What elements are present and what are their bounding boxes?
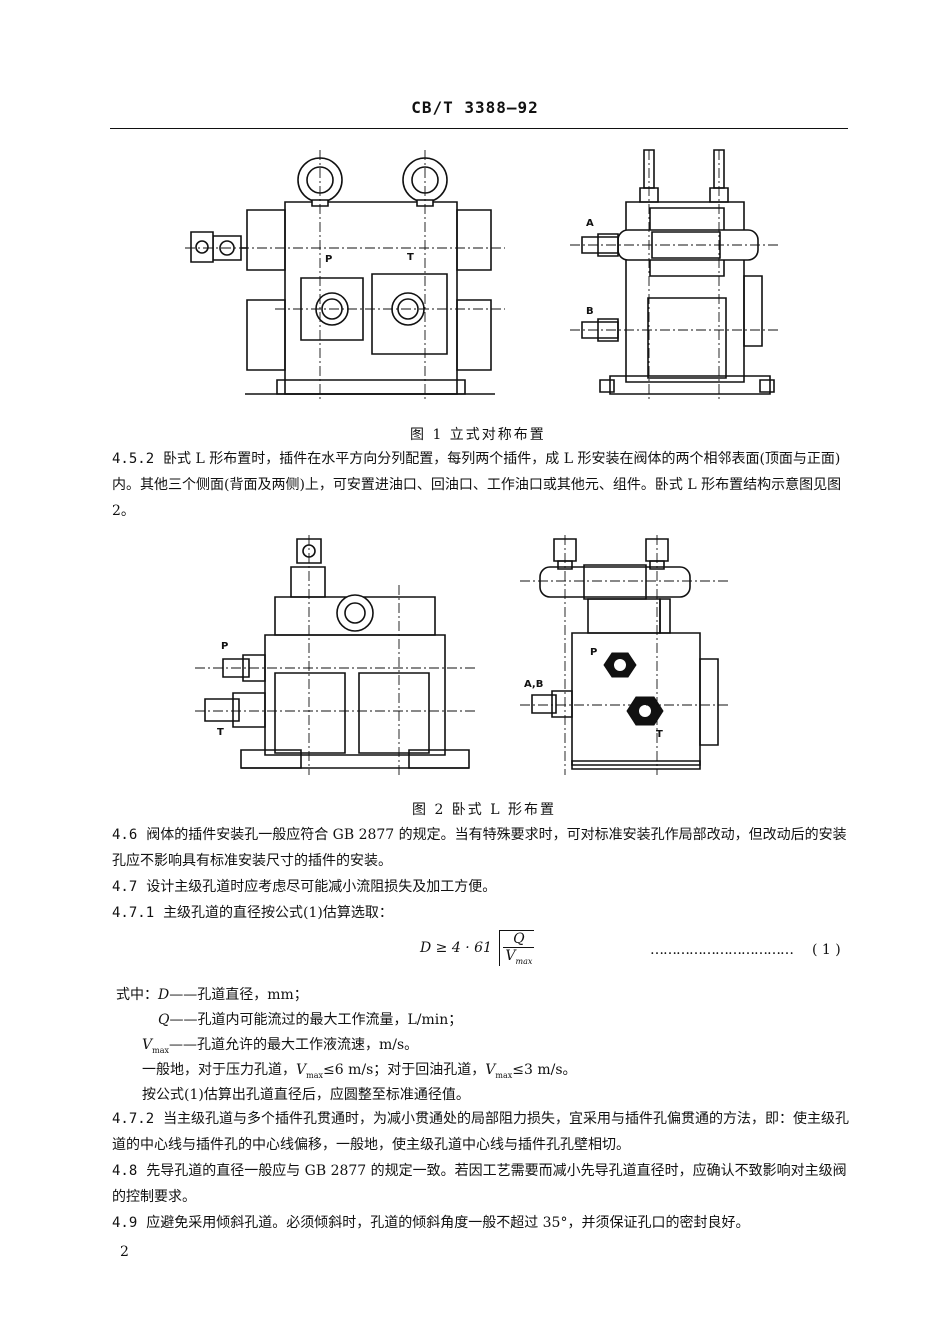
symbol-v-sub: max [306, 1070, 323, 1080]
formula-lhs: D ≥ 4 · 61 [420, 939, 492, 956]
section-text: 先导孔道的直径一般应与 GB 2877 的规定一致。若因工艺需要而减小先导孔道直… [112, 1163, 847, 1205]
figure2-caption: 图 2 卧式 L 形布置 [412, 802, 557, 818]
definition-text: 孔道允许的最大工作液流速，m/s。 [197, 1037, 419, 1053]
fig1-label-p: P [325, 254, 332, 265]
where-intro: 式中： [116, 987, 158, 1003]
section-text: 阀体的插件安装孔一般应符合 GB 2877 的规定。当有特殊要求时，可对标准安装… [112, 827, 847, 869]
formula-1: D ≥ 4 · 61 Q Vmax [420, 930, 535, 970]
fig1-label-a: A [586, 218, 594, 229]
fig2-label-p-right: P [590, 647, 597, 658]
section-text: 主级孔道的直径按公式(1)估算选取： [163, 905, 393, 921]
section-text: 当主级孔道与多个插件孔贯通时，为减小贯通处的局部阻力损失，宜采用与插件孔偏贯通的… [112, 1111, 850, 1153]
figure1-caption: 图 1 立式对称布置 [410, 427, 546, 443]
formula-number: ( 1 ) [812, 942, 841, 958]
section-4-8: 4.8 先导孔道的直径一般应与 GB 2877 的规定一致。若因工艺需要而减小先… [112, 1158, 854, 1210]
note-velocity-limits: 一般地，对于压力孔道，Vmax≤6 m/s；对于回油孔道，Vmax≤3 m/s。 [142, 1059, 577, 1080]
formula-leader: …………………………… [650, 942, 794, 958]
figure2-side-view: P A,B T [520, 535, 730, 775]
figure2-front-view: P T [195, 535, 475, 775]
definition-text: 孔道直径，mm； [197, 987, 308, 1003]
section-number: 4.7.1 [112, 905, 155, 921]
symbol-v: V [296, 1062, 307, 1078]
section-text: 应避免采用倾斜孔道。必须倾斜时，孔道的倾斜角度一般不超过 35°，并须保证孔口的… [146, 1215, 750, 1231]
fig2-label-ab: A,B [524, 679, 543, 690]
symbol-v-sub: max [152, 1045, 169, 1055]
dash: —— [169, 1037, 197, 1053]
fig1-label-b: B [586, 306, 594, 317]
fig1-label-t: T [407, 252, 414, 263]
page-number: 2 [120, 1244, 129, 1260]
formula-numerator: Q [503, 931, 535, 948]
figure1-side-view: A B [570, 150, 780, 410]
section-number: 4.6 [112, 827, 138, 843]
header-rule [110, 128, 848, 129]
section-4-5-2: 4.5.2 卧式 L 形布置时，插件在水平方向分列配置，每列两个插件，成 L 形… [112, 446, 854, 524]
figure1-front-view: P T [185, 150, 505, 410]
standard-number: CB/T 3388—92 [411, 98, 539, 117]
note-rounding: 按公式(1)估算出孔道直径后，应圆整至标准通径值。 [142, 1087, 470, 1103]
section-number: 4.5.2 [112, 451, 155, 467]
fig2-label-t-left: T [217, 727, 224, 738]
dash: —— [169, 1012, 198, 1028]
section-text: 卧式 L 形布置时，插件在水平方向分列配置，每列两个插件，成 L 形安装在阀体的… [112, 451, 842, 519]
dash: —— [169, 987, 198, 1003]
symbol-v: V [142, 1037, 153, 1053]
section-number: 4.9 [112, 1215, 138, 1231]
note-text: 一般地，对于压力孔道， [142, 1062, 296, 1078]
definition-vmax: Vmax——孔道允许的最大工作液流速，m/s。 [142, 1034, 418, 1055]
symbol-v-sub: max [495, 1070, 513, 1080]
symbol-d: D [158, 987, 170, 1003]
section-number: 4.7 [112, 879, 138, 895]
fig2-label-t-right: T [656, 729, 663, 740]
section-4-9: 4.9 应避免采用倾斜孔道。必须倾斜时，孔道的倾斜角度一般不超过 35°，并须保… [112, 1210, 854, 1236]
note-text: ≤6 m/s；对于回油孔道， [323, 1062, 486, 1078]
section-number: 4.7.2 [112, 1111, 155, 1127]
definition-d: 式中：D——孔道直径，mm； [116, 984, 308, 1004]
formula-denominator: V [505, 948, 516, 964]
section-4-6: 4.6 阀体的插件安装孔一般应符合 GB 2877 的规定。当有特殊要求时，可对… [112, 822, 854, 874]
symbol-q: Q [158, 1012, 170, 1028]
fig2-label-p-left: P [221, 641, 228, 652]
formula-denominator-sub: max [515, 956, 533, 966]
section-number: 4.8 [112, 1163, 138, 1179]
symbol-v: V [485, 1062, 496, 1078]
section-4-7-2: 4.7.2 当主级孔道与多个插件孔贯通时，为减小贯通处的局部阻力损失，宜采用与插… [112, 1106, 854, 1158]
section-text: 设计主级孔道时应考虑尽可能减小流阻损失及加工方便。 [146, 879, 497, 895]
definition-text: 孔道内可能流过的最大工作流量，L/min； [197, 1012, 463, 1028]
section-4-7: 4.7 设计主级孔道时应考虑尽可能减小流阻损失及加工方便。 [112, 874, 854, 900]
definition-q: Q——孔道内可能流过的最大工作流量，L/min； [158, 1009, 462, 1029]
section-4-7-1: 4.7.1 主级孔道的直径按公式(1)估算选取： [112, 900, 854, 926]
note-text: ≤3 m/s。 [512, 1062, 577, 1078]
